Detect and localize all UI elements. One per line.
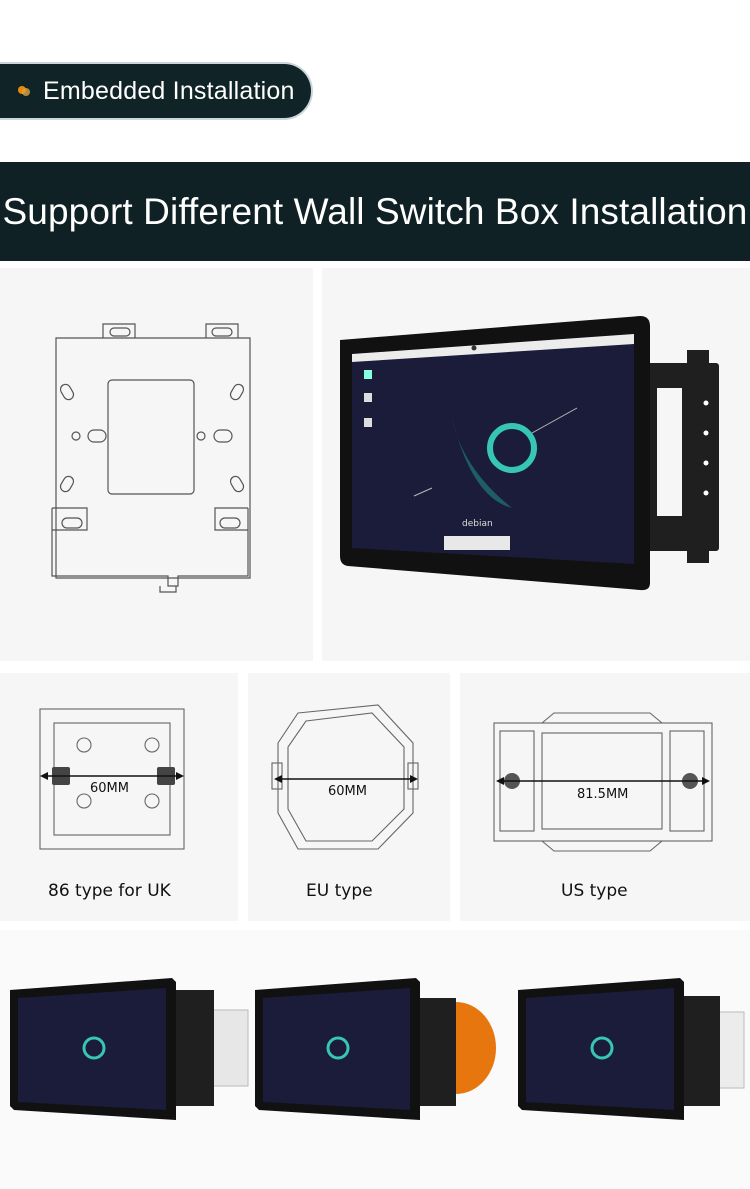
- mounted-tablets-illustration: [10, 978, 745, 1120]
- eu-box-panel: 60MM EU type: [248, 673, 450, 921]
- mounted-tablets-panel: [0, 930, 750, 1189]
- eu-box-caption: EU type: [306, 881, 373, 901]
- tablet-illustration: [340, 316, 719, 591]
- bracket-drawing: [51, 323, 251, 593]
- us-box-dimension: 81.5MM: [577, 787, 629, 802]
- us-box-panel: 81.5MM US type: [460, 673, 750, 921]
- uk-box-dimension: 60MM: [90, 781, 129, 796]
- uk-box-caption: 86 type for UK: [48, 881, 171, 901]
- us-box-drawing: [493, 712, 713, 852]
- eu-box-drawing: [271, 704, 419, 850]
- tablet-mounted-panel: debian: [322, 268, 750, 661]
- uk-box-drawing: [39, 708, 185, 850]
- title-banner: Support Different Wall Switch Box Instal…: [0, 162, 750, 261]
- eu-box-dimension: 60MM: [328, 784, 367, 799]
- screen-logo: debian: [462, 519, 493, 529]
- bracket-drawing-panel: [0, 268, 313, 661]
- bullet-icon: [17, 84, 31, 98]
- uk-box-panel: 60MM 86 type for UK: [0, 673, 238, 921]
- banner-title: Support Different Wall Switch Box Instal…: [2, 190, 748, 232]
- section-badge: Embedded Installation: [0, 62, 313, 120]
- section-badge-label: Embedded Installation: [43, 76, 295, 105]
- us-box-caption: US type: [561, 881, 628, 901]
